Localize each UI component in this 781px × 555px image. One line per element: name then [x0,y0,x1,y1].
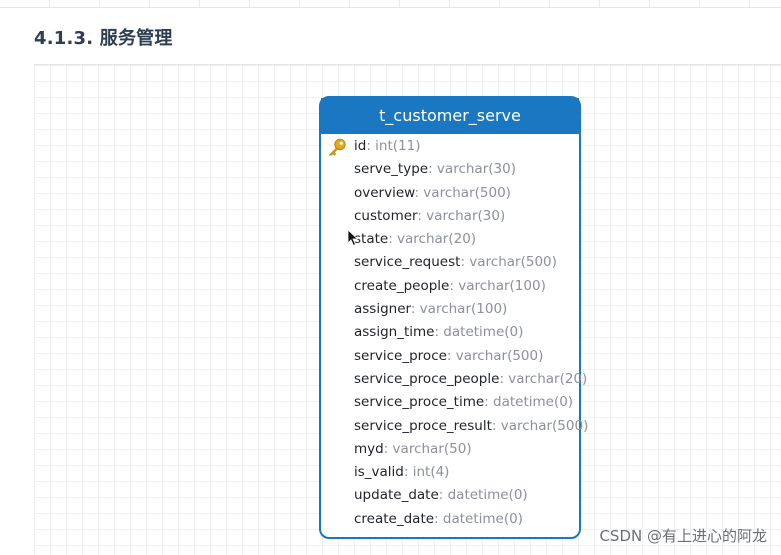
field-name: assigner [354,301,411,318]
field-row[interactable]: service_proce_result: varchar(500) [321,415,588,438]
field-row[interactable]: customer: varchar(30) [321,205,579,228]
field-row[interactable]: overview: varchar(500) [321,182,579,205]
field-row[interactable]: service_proce_time: datetime(0) [321,391,579,414]
field-name: create_people [354,277,450,294]
field-name: service_proce_result [354,417,492,434]
field-type: : datetime(0) [434,324,524,341]
section-title: 4.1.3. 服务管理 [34,28,173,49]
field-type: : varchar(500) [414,184,511,201]
field-row[interactable]: create_date: datetime(0) [321,508,579,531]
entity-table[interactable]: t_customer_serve id: int(11)serve_type: … [319,96,588,539]
field-type: : varchar(30) [428,161,516,178]
field-type: : int(11) [366,138,421,154]
field-type: : varchar(500) [491,417,589,434]
field-row[interactable]: myd: varchar(50) [321,438,579,461]
field-name: create_date [354,510,435,527]
field-name: assign_time [354,324,435,341]
field-type: : varchar(100) [410,301,508,318]
field-row[interactable]: create_people: varchar(100) [321,275,579,298]
field-row[interactable]: service_proce: varchar(500) [321,345,579,368]
field-name: customer [354,207,418,224]
field-type: : varchar(50) [383,440,472,457]
field-type: : varchar(30) [417,207,506,224]
field-row[interactable]: service_request: varchar(500) [321,251,579,274]
field-type: : varchar(100) [449,277,546,294]
field-name: service_proce_time [354,394,485,411]
arrow-cursor-icon [347,229,359,247]
field-type: : varchar(20) [499,370,588,387]
field-type: : varchar(500) [460,254,557,271]
field-type: : datetime(0) [434,510,523,527]
field-name: overview [354,184,415,201]
field-row[interactable]: assigner: varchar(100) [321,298,579,321]
field-type: : int(4) [403,464,450,481]
diagram-canvas: t_customer_serve id: int(11)serve_type: … [34,64,781,555]
field-name: id [354,138,367,154]
field-type: : varchar(500) [446,347,544,364]
field-row[interactable]: assign_time: datetime(0) [321,321,579,344]
field-name: service_request [354,254,461,271]
field-row[interactable]: id: int(11) [321,135,579,158]
field-name: update_date [354,487,439,504]
watermark: CSDN @有上进心的阿龙 [599,527,767,545]
field-row[interactable]: state: varchar(20) [321,228,579,251]
field-name: service_proce_people [354,370,500,387]
field-row[interactable]: update_date: datetime(0) [321,484,579,507]
field-name: is_valid [354,464,404,481]
field-row[interactable]: serve_type: varchar(30) [321,158,579,181]
field-name: serve_type [354,161,429,178]
field-type: : datetime(0) [484,394,574,411]
field-name: myd [354,440,384,457]
field-row[interactable]: is_valid: int(4) [321,461,579,484]
top-divider [0,0,781,8]
field-list: id: int(11)serve_type: varchar(30)overvi… [321,134,588,531]
field-row[interactable]: service_proce_people: varchar(20) [321,368,587,391]
field-name: state [354,231,389,248]
field-name: service_proce [354,347,447,364]
field-type: : varchar(20) [388,231,477,248]
entity-name: t_customer_serve [321,98,579,134]
field-type: : datetime(0) [438,487,528,504]
key-icon [327,138,347,156]
